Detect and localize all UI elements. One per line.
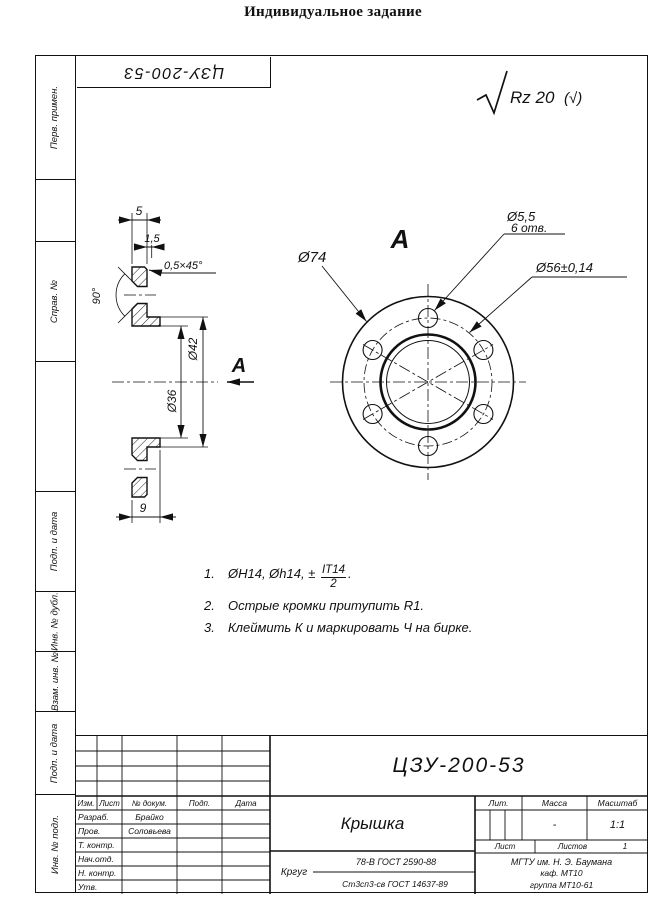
margin-section: Подп. и дата — [35, 712, 75, 795]
doc-number: ЦЗУ-200-53 — [392, 754, 526, 777]
sheets-value: 1 — [622, 842, 628, 851]
sheet-label: Лист — [494, 842, 516, 851]
organization: МГТУ им. Н. Э. Баумана каф. МТ10 группа … — [475, 853, 648, 894]
col-data: Дата — [235, 798, 257, 808]
margin-label: Подп. и дата — [49, 511, 61, 572]
margin-section: Взам. инв. № — [35, 652, 75, 712]
lit-label: Лит. — [488, 798, 509, 808]
role-prov: Пров. — [78, 826, 101, 836]
title-block-grid — [75, 736, 648, 894]
margin-section: Перв. примен. — [35, 55, 75, 180]
col-docum: № докум. — [131, 798, 168, 808]
name-razrab: Брайко — [135, 812, 164, 822]
margin-label: Инв. № дубл. — [49, 592, 61, 651]
margin-section: Подп. и дата — [35, 492, 75, 592]
note-text: ØH14, Øh14, ± — [228, 566, 316, 582]
role-nkontr: Н. контр. — [78, 868, 117, 878]
mass-label: Масса — [541, 798, 568, 808]
note-text: Острые кромки притупить R1. — [228, 598, 424, 614]
org-line3: группа МТ10-61 — [529, 879, 594, 890]
margin-label: Инв. № подл. — [49, 814, 61, 874]
name-prov: Соловьева — [128, 826, 171, 836]
margin-section: Инв. № подл. — [35, 795, 75, 893]
scale-label: Масштаб — [597, 798, 638, 808]
note-3: 3. Клеймить К и маркировать Ч на бирке. — [204, 620, 544, 635]
margin-section: Инв. № дубл. — [35, 592, 75, 652]
margin-column-divider — [75, 55, 76, 893]
role-nachotd: Нач.отд. — [78, 854, 114, 864]
org-line2: каф. МТ10 — [540, 868, 583, 879]
margin-label: Взам. инв. № — [49, 652, 61, 711]
margin-section: Справ. № — [35, 242, 75, 362]
margin-section — [35, 180, 75, 242]
col-podp: Подп. — [188, 798, 211, 808]
note-number: 1. — [204, 566, 215, 582]
sheets-label: Листов — [557, 842, 588, 851]
top-stamp-box: ЦЗУ-200-53 — [76, 56, 271, 88]
scale-value: 1:1 — [609, 819, 626, 831]
note-text: Клеймить К и маркировать Ч на бирке. — [228, 620, 473, 636]
margin-section — [35, 362, 75, 492]
margin-column: Перв. примен. Справ. № Подп. и дата Инв.… — [35, 55, 75, 893]
note-2: 2. Острые кромки притупить R1. — [204, 598, 544, 613]
margin-label: Справ. № — [49, 279, 61, 324]
material-line1: 78-В ГОСТ 2590-88 — [355, 856, 437, 867]
margin-label: Перв. примен. — [49, 85, 61, 149]
role-razrab: Разраб. — [78, 812, 109, 822]
note-number: 2. — [204, 598, 215, 614]
role-tkontr: Т. контр. — [78, 840, 115, 850]
note-number: 3. — [204, 620, 215, 636]
page-title: Индивидуальное задание — [244, 4, 422, 20]
col-izm: Изм. — [77, 798, 95, 808]
sheet-frame — [35, 55, 648, 893]
mass-value: - — [552, 819, 557, 831]
margin-label: Подп. и дата — [49, 723, 61, 783]
material-line2: Ст3сп3-св ГОСТ 14637-89 — [342, 878, 448, 889]
col-list: Лист — [99, 798, 120, 808]
org-line1: МГТУ им. Н. Э. Баумана — [510, 856, 613, 867]
top-stamp-text: ЦЗУ-200-53 — [122, 63, 224, 81]
material-kind: Кргуг — [280, 867, 308, 878]
role-utv: Утв. — [78, 882, 98, 892]
title-block: ЦЗУ-200-53 Изм. Лист № докум. Подп. Дата… — [75, 735, 648, 894]
part-name: Крышка — [340, 813, 405, 833]
